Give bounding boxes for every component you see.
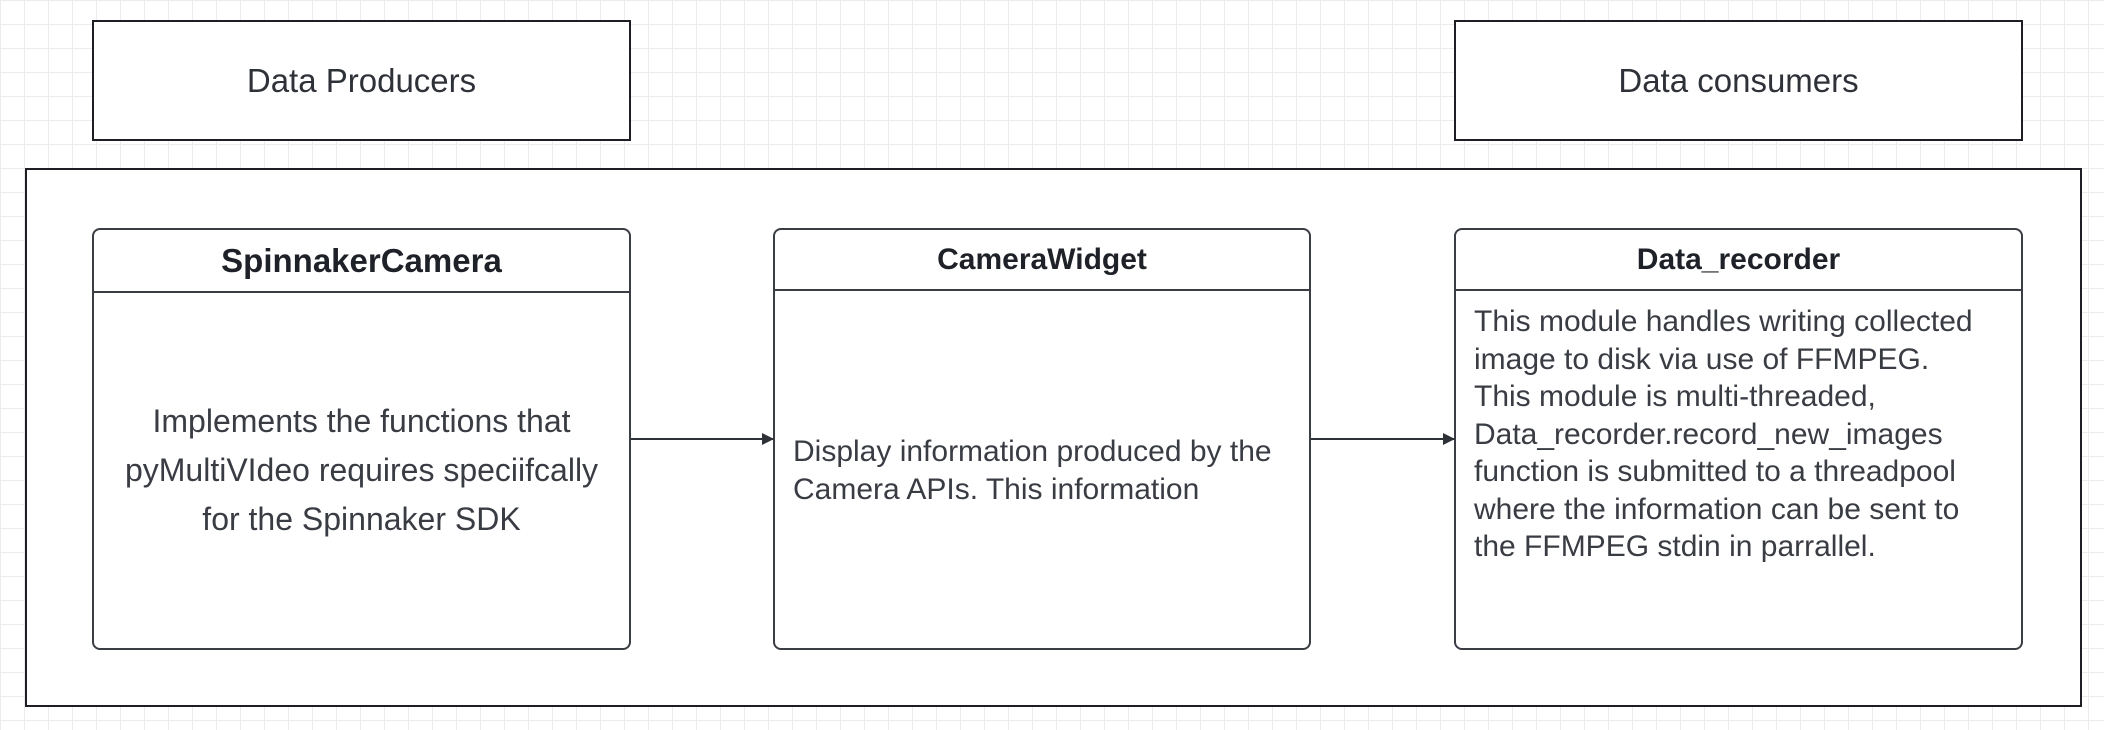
camera-widget-description: Display information produced by the Came… xyxy=(775,291,1309,648)
spinnaker-camera-text: Implements the functions that pyMultiVId… xyxy=(124,403,599,537)
data-recorder-description: This module handles writing collected im… xyxy=(1474,305,1973,563)
camera-widget-title: CameraWidget xyxy=(775,230,1309,291)
data-recorder-title: Data_recorder xyxy=(1456,230,2021,291)
data-consumers-header[interactable]: Data consumers xyxy=(1454,20,2023,141)
spinnaker-camera-description: Implements the functions that pyMultiVId… xyxy=(94,293,629,648)
data-consumers-label: Data consumers xyxy=(1618,61,1859,99)
spinnaker-camera-title: SpinnakerCamera xyxy=(94,230,629,293)
camera-widget-text: Display information produced by the Came… xyxy=(793,435,1272,506)
spinnaker-camera-module[interactable]: SpinnakerCamera Implements the functions… xyxy=(92,228,631,650)
data-producers-label: Data Producers xyxy=(246,61,477,99)
data-recorder-module[interactable]: Data_recorder This module handles writin… xyxy=(1454,228,2023,650)
data-producers-header[interactable]: Data Producers xyxy=(92,20,631,141)
camera-widget-module[interactable]: CameraWidget Display information produce… xyxy=(773,228,1311,650)
